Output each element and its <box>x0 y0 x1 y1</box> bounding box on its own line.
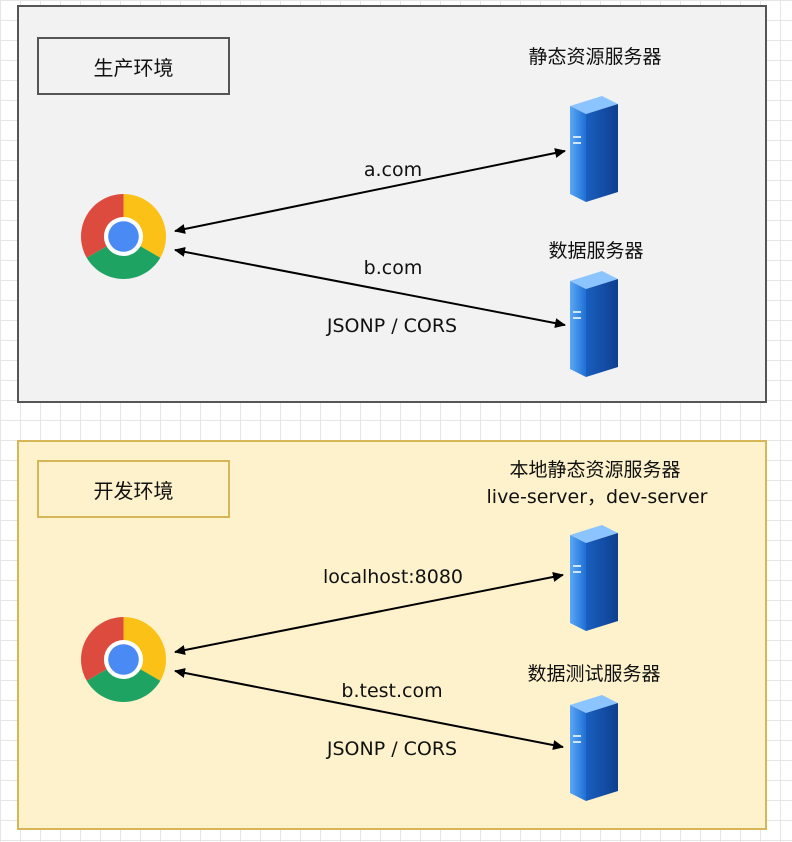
prod-static-arrow <box>174 148 566 234</box>
prod-data-protocol-label: JSONP / CORS <box>326 315 458 337</box>
dev-static-server-subtitle: live-server，dev-server <box>486 486 708 508</box>
prod-static-link-label: a.com <box>363 159 423 181</box>
server-icon <box>570 525 618 631</box>
production-label: 生产环境 <box>37 37 230 95</box>
prod-static-server-title: 静态资源服务器 <box>528 46 662 68</box>
server-icon <box>570 695 618 801</box>
dev-static-arrow <box>174 572 564 655</box>
prod-data-link-label: b.com <box>363 257 423 279</box>
dev-data-link-label: b.test.com <box>341 680 443 702</box>
chrome-icon <box>81 617 166 702</box>
prod-data-arrow <box>174 246 566 329</box>
development-label: 开发环境 <box>37 460 230 518</box>
dev-data-server-title: 数据测试服务器 <box>527 663 661 685</box>
prod-data-server-title: 数据服务器 <box>548 240 644 262</box>
server-icon <box>570 96 618 202</box>
server-icon <box>570 271 618 377</box>
dev-data-protocol-label: JSONP / CORS <box>326 738 458 760</box>
dev-static-link-label: localhost:8080 <box>322 566 464 588</box>
chrome-icon <box>81 194 166 279</box>
dev-data-arrow <box>174 668 564 750</box>
dev-static-server-title: 本地静态资源服务器 <box>509 459 681 481</box>
